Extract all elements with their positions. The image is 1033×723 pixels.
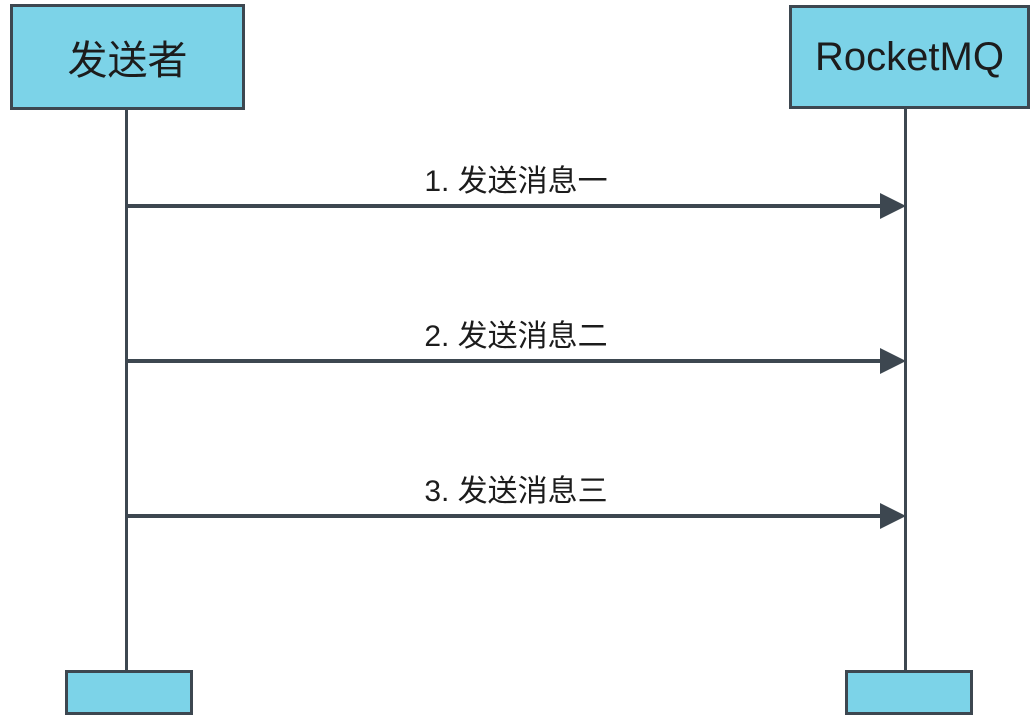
message-arrow-2 [126,359,882,363]
actor-box-sender: 发送者 [10,4,245,110]
actor-label-rocketmq: RocketMQ [815,34,1004,79]
activation-box-rocketmq [845,670,973,715]
arrowhead-icon [880,193,906,219]
message-label-2: 2. 发送消息二 [424,320,608,353]
lifeline-sender [125,110,128,670]
activation-box-sender [65,670,193,715]
message-label-1: 1. 发送消息一 [424,165,608,198]
actor-box-rocketmq: RocketMQ [789,5,1030,109]
actor-label-sender: 发送者 [67,39,188,83]
message-label-3: 3. 发送消息三 [424,475,608,508]
arrowhead-icon [880,348,906,374]
message-arrow-3 [126,514,882,518]
lifeline-rocketmq [904,109,907,670]
arrowhead-icon [880,503,906,529]
message-arrow-1 [126,204,882,208]
